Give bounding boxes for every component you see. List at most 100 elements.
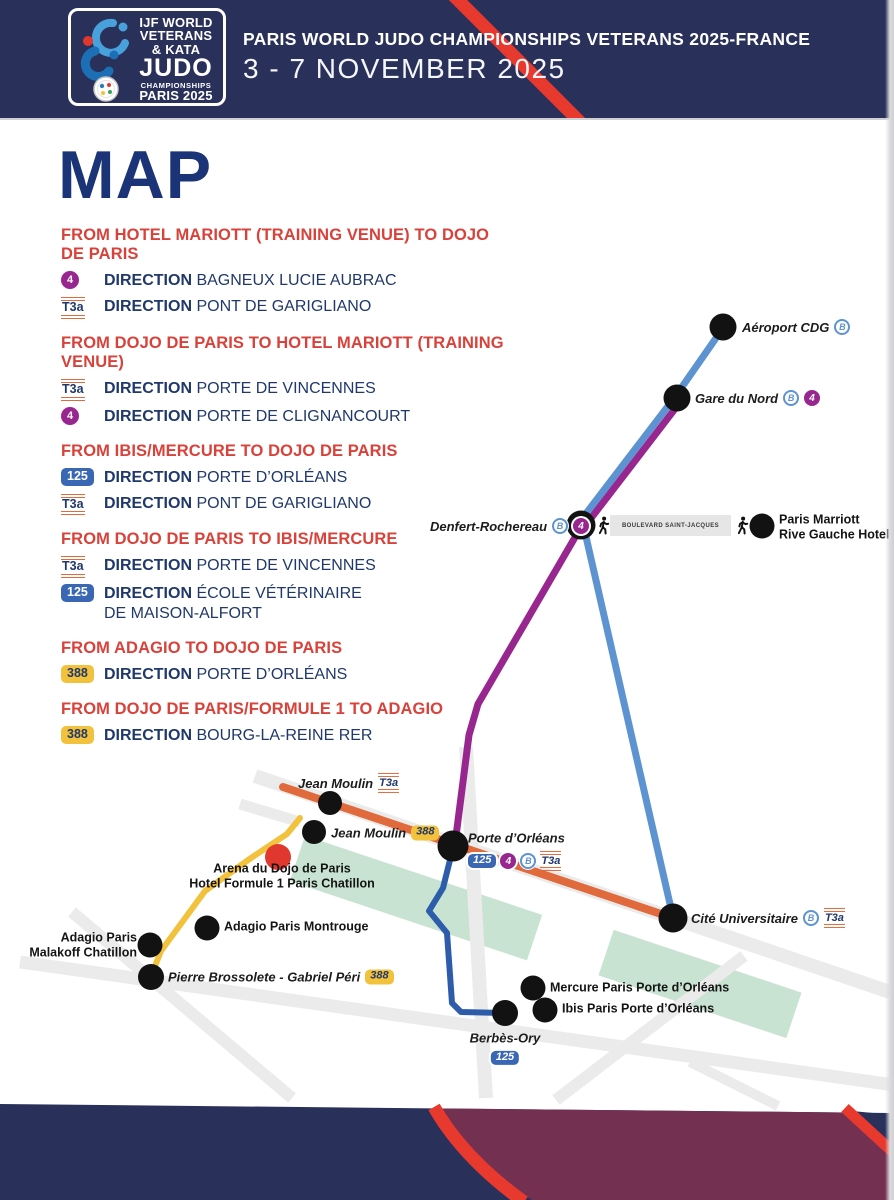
tram-t3a-badge: T3a [61, 378, 85, 401]
tram-t3a-badge: T3a [61, 556, 85, 578]
station-label-porte-dorleans: Porte d’Orléans [468, 830, 565, 846]
station-label-berbes-ory: Berbès-Ory [469, 1030, 541, 1046]
rer-b-badge: B [834, 319, 851, 335]
route-step: 125 DIRECTION ÉCOLE VÉTÉRINAIRE DE MAISO… [61, 583, 506, 624]
metro-4-badge: 4 [804, 390, 821, 406]
ijf-logo: IJF WORLD VETERANS & KATA JUDO CHAMPIONS… [68, 8, 226, 106]
bus-125-badge: 125 [468, 853, 497, 869]
bus-125-badge: 125 [490, 1050, 520, 1066]
rer-b-badge: B [783, 390, 800, 406]
route-step-text: DIRECTION PORTE DE VINCENNES [104, 557, 376, 575]
tram-t3a-badge: T3a [540, 850, 562, 872]
route-heading: FROM ADAGIO TO DOJO DE PARIS [61, 639, 343, 657]
station-dot-jean-moulin-t3a [318, 791, 342, 815]
hotel-dot-ibis [532, 997, 558, 1023]
route-step-text: DIRECTION BAGNEUX LUCIE AUBRAC [104, 272, 397, 289]
station-label-pierre-brossolete: Pierre Brossolete - Gabriel Péri 388 [168, 970, 394, 985]
hotel-label-paris-marriott: Paris Marriott Rive Gauche Hotel [779, 512, 890, 541]
station-dot-jean-moulin-388 [302, 820, 326, 844]
footer-maroon-shape [441, 1108, 894, 1200]
route-step: 388 DIRECTION PORTE D’ORLÉANS [61, 664, 506, 685]
station-dot-cite-universitaire [658, 903, 688, 933]
rer-b-badge: B [802, 910, 819, 926]
tram-t3a-badge: T3a [61, 493, 85, 516]
route-step: T3a DIRECTION PORTE DE VINCENNES [61, 555, 506, 578]
bus-388-badge: 388 [365, 969, 394, 985]
route-step-text: DIRECTION PORTE DE VINCENNES [104, 379, 376, 397]
route-step: 388 DIRECTION BOURG-LA-REINE RER [61, 725, 506, 746]
hotel-dot-adagio-malakoff [137, 932, 163, 958]
tram-t3a-badge: T3a [378, 772, 400, 794]
header-divider [0, 118, 894, 120]
station-label-jean-moulin-388: Jean Moulin 388 [331, 825, 440, 841]
metro-4-badge: 4 [573, 518, 590, 534]
hotel-label-adagio-montrouge: Adagio Paris Montrouge [224, 919, 369, 934]
header-banner: PARIS WORLD JUDO CHAMPIONSHIPS VETERANS … [0, 0, 894, 118]
rer-b-line [580, 524, 677, 921]
route-step-text: DIRECTION PONT DE GARIGLIANO [104, 298, 372, 315]
station-label-gare-du-nord: Gare du Nord B 4 [695, 390, 821, 406]
tram-t3a-badge: T3a [61, 297, 85, 319]
route-section: FROM DOJO DE PARIS TO IBIS/MERCURE T3a D… [61, 530, 506, 624]
route-step-text: DIRECTION BOURG-LA-REINE RER [104, 727, 373, 744]
hotel-dot-adagio-montrouge [194, 915, 220, 941]
rer-b-badge: B [520, 853, 537, 869]
route-step: 4 DIRECTION PORTE DE CLIGNANCOURT [61, 406, 506, 427]
route-step: 125 DIRECTION PORTE D’ORLÉANS [61, 467, 506, 488]
metro-4-badge: 4 [61, 271, 79, 289]
route-section: FROM DOJO DE PARIS/FORMULE 1 TO ADAGIO 3… [61, 700, 506, 746]
walking-person-icon [598, 516, 610, 535]
route-heading: FROM DOJO DE PARIS TO IBIS/MERCURE [61, 530, 398, 549]
route-heading: FROM IBIS/MERCURE TO DOJO DE PARIS [61, 441, 398, 460]
logo-text: IJF WORLD VETERANS & KATA JUDO CHAMPIONS… [139, 15, 213, 104]
tram-t3a-badge: T3a [823, 907, 845, 929]
route-step: T3a DIRECTION PONT DE GARIGLIANO [61, 296, 506, 319]
route-heading: FROM HOTEL MARIOTT (TRAINING VENUE) TO D… [61, 226, 490, 263]
route-step: 4 DIRECTION BAGNEUX LUCIE AUBRAC [61, 270, 506, 291]
route-step-text: DIRECTION PORTE DE CLIGNANCOURT [104, 407, 411, 425]
route-step: T3a DIRECTION PONT DE GARIGLIANO [61, 493, 506, 516]
tram-t3a-line [279, 783, 677, 922]
bus-388-line [148, 815, 303, 979]
rer-b-badge: B [552, 518, 569, 534]
venue-label-arena-dojo: Arena du Dojo de Paris Hotel Formule 1 P… [189, 861, 375, 890]
event-dates: 3 - 7 NOVEMBER 2025 [243, 53, 566, 84]
route-heading: FROM DOJO DE PARIS TO HOTEL MARIOTT (TRA… [61, 333, 504, 371]
logo-globe-icon [93, 76, 119, 102]
footer-banner [0, 1103, 894, 1200]
metro-4-badge: 4 [61, 406, 79, 425]
station-label-cite-universitaire: Cité Universitaire B T3a [691, 907, 845, 929]
station-badges-porte-dorleans: 125 4 B T3a [468, 850, 562, 872]
hotel-label-ibis: Ibis Paris Porte d’Orléans [562, 1001, 715, 1016]
logo-judoka-graphic [80, 18, 129, 102]
station-label-denfert-rochereau: Denfert-Rochereau B 4 [430, 518, 590, 534]
page-title: MAP [58, 137, 213, 213]
station-dot-aeroport-cdg [709, 313, 737, 341]
hotel-dot-mercure [520, 975, 546, 1001]
station-badge-berbes-ory: 125 [490, 1050, 520, 1066]
hotel-label-mercure: Mercure Paris Porte d’Orléans [550, 980, 730, 995]
station-label-aeroport-cdg: Aéroport CDG B [742, 319, 851, 335]
metro-4-line [451, 523, 585, 848]
hotel-dot-paris-marriott [749, 513, 775, 539]
metro-4-badge: 4 [500, 853, 517, 869]
bus-388-badge: 388 [61, 726, 94, 744]
venue-dot-arena-dojo-de-paris [265, 844, 291, 870]
page-edge-shadow [885, 0, 894, 1200]
boulevard-band: BOULEVARD SAINT-JACQUES [610, 515, 731, 536]
route-directions: FROM HOTEL MARIOTT (TRAINING VENUE) TO D… [61, 226, 506, 761]
bus-388-badge: 388 [61, 665, 94, 683]
bus-125-line [426, 845, 507, 1016]
bus-388-badge: 388 [411, 825, 440, 841]
hotel-label-adagio-malakoff: Adagio Paris Malakoff Chatillon [29, 930, 137, 959]
rer-b-line [574, 324, 727, 528]
walking-person-icon [737, 516, 749, 535]
route-step: T3a DIRECTION PORTE DE VINCENNES [61, 378, 506, 401]
station-dot-pierre-brossolete [138, 964, 164, 990]
station-dot-berbes-ory [492, 1000, 518, 1026]
route-section: FROM HOTEL MARIOTT (TRAINING VENUE) TO D… [61, 226, 506, 319]
route-step-text: DIRECTION PONT DE GARIGLIANO [104, 494, 372, 512]
route-section: FROM ADAGIO TO DOJO DE PARIS 388 DIRECTI… [61, 639, 506, 685]
route-step-text: DIRECTION PORTE D’ORLÉANS [104, 468, 348, 486]
footer-red-curve-left [428, 1103, 528, 1200]
